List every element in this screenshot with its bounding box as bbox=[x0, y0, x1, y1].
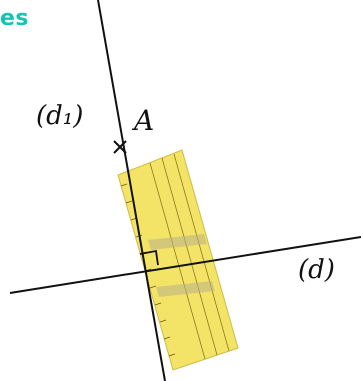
label-d1: (d₁) bbox=[36, 101, 83, 131]
ruler-graduation-strip bbox=[148, 234, 207, 250]
ruler-body bbox=[117, 149, 239, 371]
ruler-guide-line bbox=[173, 153, 230, 352]
ruler bbox=[117, 149, 239, 371]
line-d bbox=[9, 236, 361, 294]
ruler-graduation-strip bbox=[156, 281, 215, 297]
label-point-a: A bbox=[131, 104, 154, 137]
right-angle-marker bbox=[139, 249, 159, 266]
label-d: (d) bbox=[298, 255, 335, 285]
ruler-guide-line bbox=[161, 157, 218, 356]
header-fragment: es bbox=[0, 6, 30, 31]
point-a-mark bbox=[113, 140, 127, 154]
line-d1 bbox=[97, 0, 166, 381]
ruler-guide-line bbox=[149, 162, 206, 360]
